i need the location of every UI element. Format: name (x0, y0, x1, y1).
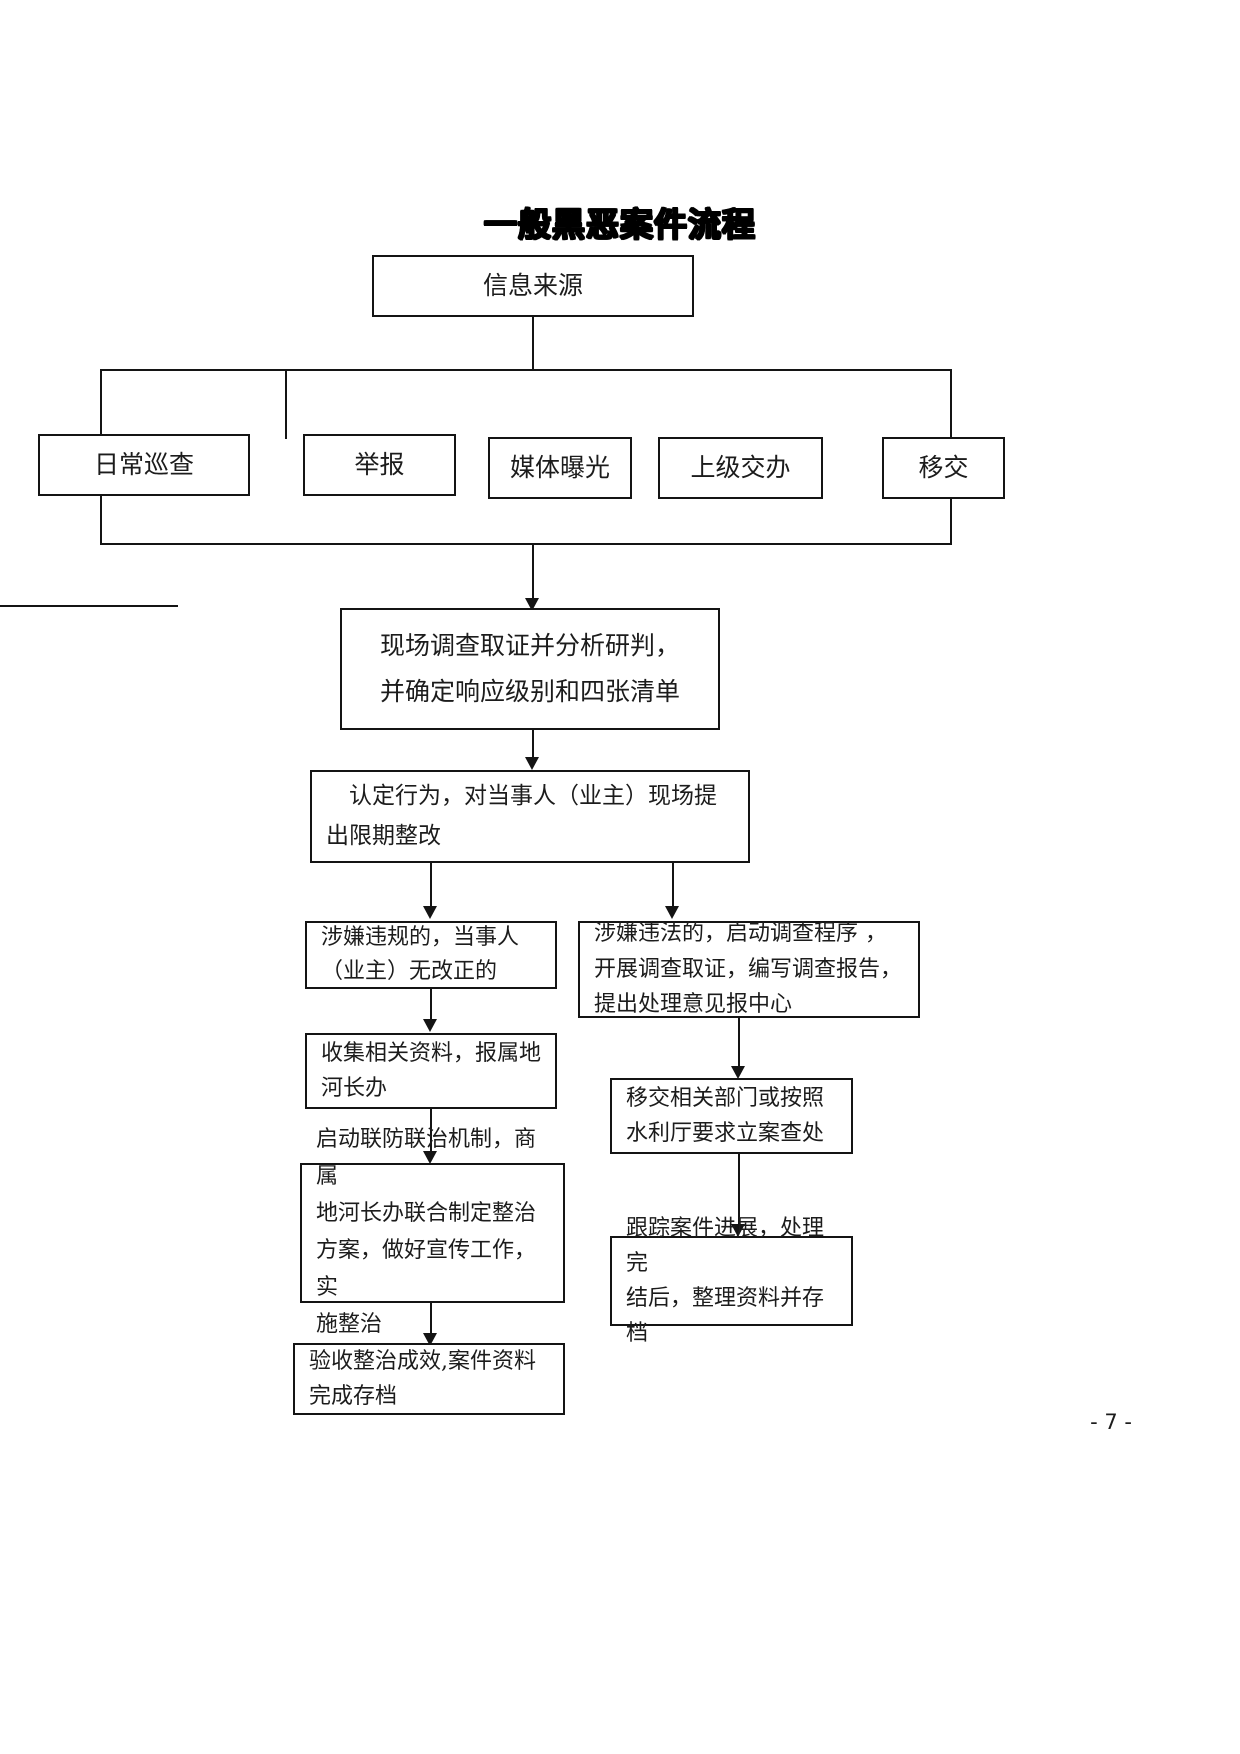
page-number: - 7 - (1090, 1410, 1132, 1434)
node-channel-daily-patrol-label: 日常巡查 (93, 449, 194, 479)
node-determine-behavior-line1: 认定行为，对当事人（业主）现场提 (326, 783, 717, 810)
node-left-acceptance-archive: 验收整治成效,案件资料 完成存档 (293, 1343, 565, 1415)
connector-determine-right-branch (672, 863, 674, 913)
node-channel-transfer-label: 移交 (918, 452, 969, 482)
arrowhead-right-1-2 (731, 1066, 745, 1079)
node-right-track-archive-text: 跟踪案件进展，处理完 结后，整理资料并存档 (626, 1215, 825, 1347)
connector-collect-left-up (100, 496, 102, 544)
node-site-investigation: 现场调查取证并分析研判， 并确定响应级别和四张清单 (340, 608, 720, 730)
node-channel-media-exposure: 媒体曝光 (488, 437, 632, 499)
node-left-suspected-violation: 涉嫌违规的，当事人 （业主）无改正的 (305, 921, 557, 989)
node-right-transfer-department-text: 移交相关部门或按照 水利厅要求立案查处 (626, 1085, 825, 1146)
arrowhead-left-3-4 (423, 1333, 437, 1346)
connector-right-2-3 (738, 1154, 740, 1230)
node-left-collect-materials: 收集相关资料，报属地 河长办 (305, 1033, 557, 1109)
node-channel-report-label: 举报 (354, 449, 405, 479)
connector-collect-right-up (950, 499, 952, 544)
connector-left-1-2 (430, 989, 432, 1025)
node-channel-report: 举报 (303, 434, 456, 496)
node-left-joint-mechanism: 启动联防联治机制，商属 地河长办联合制定整治 方案，做好宣传工作，实 施整治 (300, 1127, 565, 1337)
arrowhead-right-branch (665, 906, 679, 919)
connector-bus-bottom (100, 543, 952, 545)
connector-determine-left-branch (430, 863, 432, 913)
node-determine-behavior-line2: 出限期整改 (326, 822, 441, 849)
node-determine-behavior: 认定行为，对当事人（业主）现场提 出限期整改 (310, 770, 750, 863)
arrowhead-left-2-3 (423, 1151, 437, 1164)
connector-left-3-4 (430, 1303, 432, 1339)
node-right-transfer-department: 移交相关部门或按照 水利厅要求立案查处 (610, 1078, 853, 1154)
node-left-suspected-violation-text: 涉嫌违规的，当事人 （业主）无改正的 (321, 924, 520, 984)
connector-source-down (532, 317, 534, 369)
node-right-track-archive: 跟踪案件进展，处理完 结后，整理资料并存档 (610, 1216, 853, 1346)
node-channel-transfer: 移交 (882, 437, 1005, 499)
connector-right-1-2 (738, 1018, 740, 1072)
node-right-suspected-illegal: 涉嫌违法的，启动调查程序 ， 开展调查取证，编写调查报告， 提出处理意见报中心 (578, 921, 920, 1018)
node-information-source-label: 信息来源 (482, 270, 583, 300)
arrowhead-left-branch (423, 906, 437, 919)
node-site-investigation-line2: 并确定响应级别和四张清单 (379, 677, 680, 706)
node-left-acceptance-archive-text: 验收整治成效,案件资料 完成存档 (309, 1348, 536, 1409)
connector-bus-left-drop (100, 369, 102, 439)
arrowhead-to-investigate (525, 598, 539, 611)
node-left-joint-mechanism-text: 启动联防联治机制，商属 地河长办联合制定整治 方案，做好宣传工作，实 施整治 (316, 1127, 537, 1337)
connector-bus-mid-drop (285, 369, 287, 439)
node-site-investigation-line1: 现场调查取证并分析研判， (379, 630, 680, 660)
node-right-suspected-illegal-text: 涉嫌违法的，启动调查程序 ， 开展调查取证，编写调查报告， 提出处理意见报中心 (594, 921, 903, 1018)
node-channel-superior-assignment-label: 上级交办 (690, 452, 791, 482)
connector-bus-right-drop (950, 369, 952, 439)
connector-investigate-to-determine (532, 730, 534, 764)
connector-left-2-3 (430, 1109, 432, 1157)
node-channel-superior-assignment: 上级交办 (658, 437, 823, 499)
connector-bus-top (100, 369, 952, 371)
node-channel-daily-patrol: 日常巡查 (38, 434, 250, 496)
connector-collect-down (532, 543, 534, 606)
page-title: 一般黑恶案件流程 (484, 205, 756, 244)
page-edge-rule (0, 605, 178, 607)
arrowhead-right-2-3 (731, 1224, 745, 1237)
arrowhead-to-determine (525, 757, 539, 770)
arrowhead-left-1-2 (423, 1019, 437, 1032)
node-information-source: 信息来源 (372, 255, 694, 317)
node-channel-media-exposure-label: 媒体曝光 (509, 452, 610, 482)
node-left-collect-materials-text: 收集相关资料，报属地 河长办 (321, 1040, 542, 1101)
